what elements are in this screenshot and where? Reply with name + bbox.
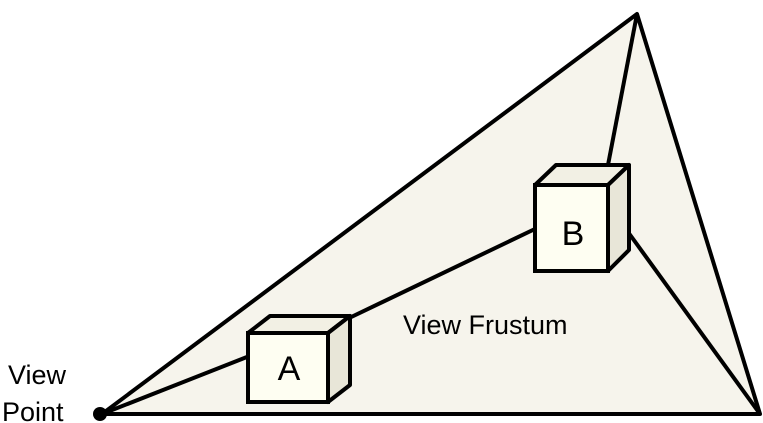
box-b-side xyxy=(606,163,631,273)
frustum-edge-to-apex xyxy=(606,13,639,166)
sight-line-to-a xyxy=(101,353,253,416)
box-b: B xyxy=(533,163,631,273)
view-point-label-line1: View xyxy=(8,360,67,390)
box-b-front xyxy=(533,183,610,273)
frustum-region xyxy=(100,12,762,416)
box-b-label: B xyxy=(562,215,585,253)
box-a-label: A xyxy=(278,350,301,388)
view-point-label-line2: Point xyxy=(2,397,64,423)
box-a-side xyxy=(326,314,352,404)
frustum-edge-to-corner xyxy=(626,230,762,416)
view-frustum-label: View Frustum xyxy=(403,310,568,340)
sight-line-a-to-b xyxy=(344,226,538,322)
view-point-dot xyxy=(93,407,107,421)
box-a-front xyxy=(246,331,330,404)
box-a: A xyxy=(246,314,352,404)
